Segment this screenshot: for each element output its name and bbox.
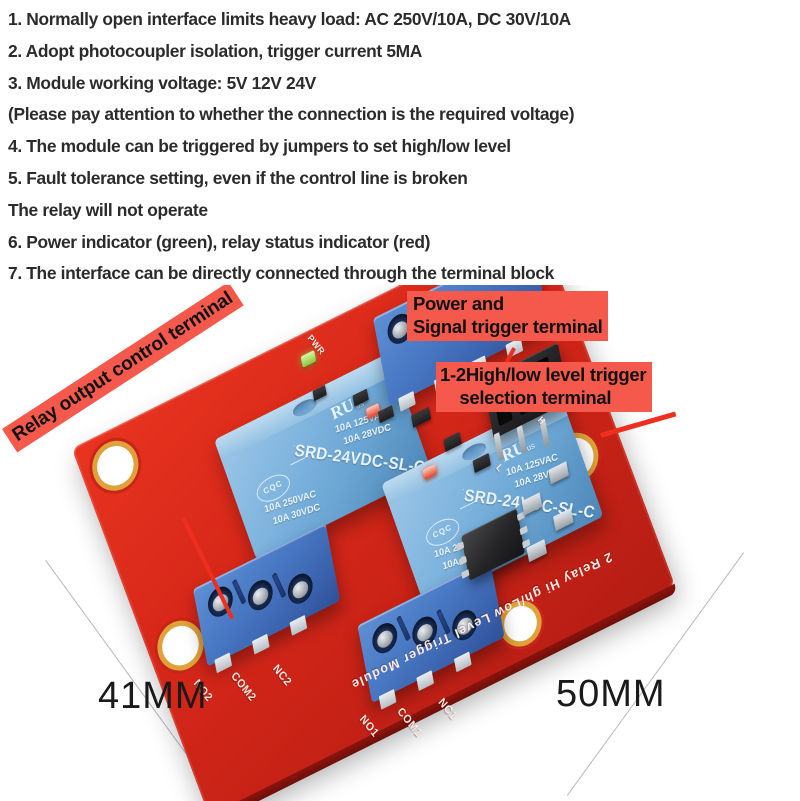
dimension-label-width: 41MM [98, 675, 208, 717]
spec-line-5: 4. The module can be triggered by jumper… [8, 136, 511, 157]
spec-line-6: 5. Fault tolerance setting, even if the … [8, 167, 468, 188]
spec-line-9: 7. The interface can be directly connect… [8, 263, 555, 284]
specification-list: 1. Normally open interface limits heavy … [8, 4, 798, 290]
terminal-port[interactable] [370, 618, 400, 658]
terminal-slot [271, 572, 287, 599]
spec-line-4: (Please pay attention to whether the con… [8, 104, 575, 125]
ul-suffix: us [525, 440, 536, 454]
product-photo: RU us ! CQC 10A 250VAC 10A 30VDC 10A 125… [0, 285, 800, 801]
spec-line-1: 1. Normally open interface limits heavy … [8, 9, 571, 29]
dimension-label-length: 50MM [556, 673, 666, 715]
spec-line-2: 2. Adopt photocoupler isolation, trigger… [8, 40, 423, 61]
spec-line-3: 3. Module working voltage: 5V 12V 24V [8, 72, 316, 93]
spec-line-8: 6. Power indicator (green), relay status… [8, 231, 431, 252]
terminal-port[interactable] [285, 568, 315, 609]
terminal-slot [231, 578, 247, 605]
terminal-slot [396, 615, 411, 642]
callout-jumper-selection-terminal: 1-2High/low level trigger selection term… [436, 362, 653, 413]
terminal-port[interactable] [245, 575, 276, 616]
callout-power-signal-terminal: Power and Signal trigger terminal [407, 291, 609, 342]
spec-line-7: The relay will not operate [8, 199, 208, 220]
